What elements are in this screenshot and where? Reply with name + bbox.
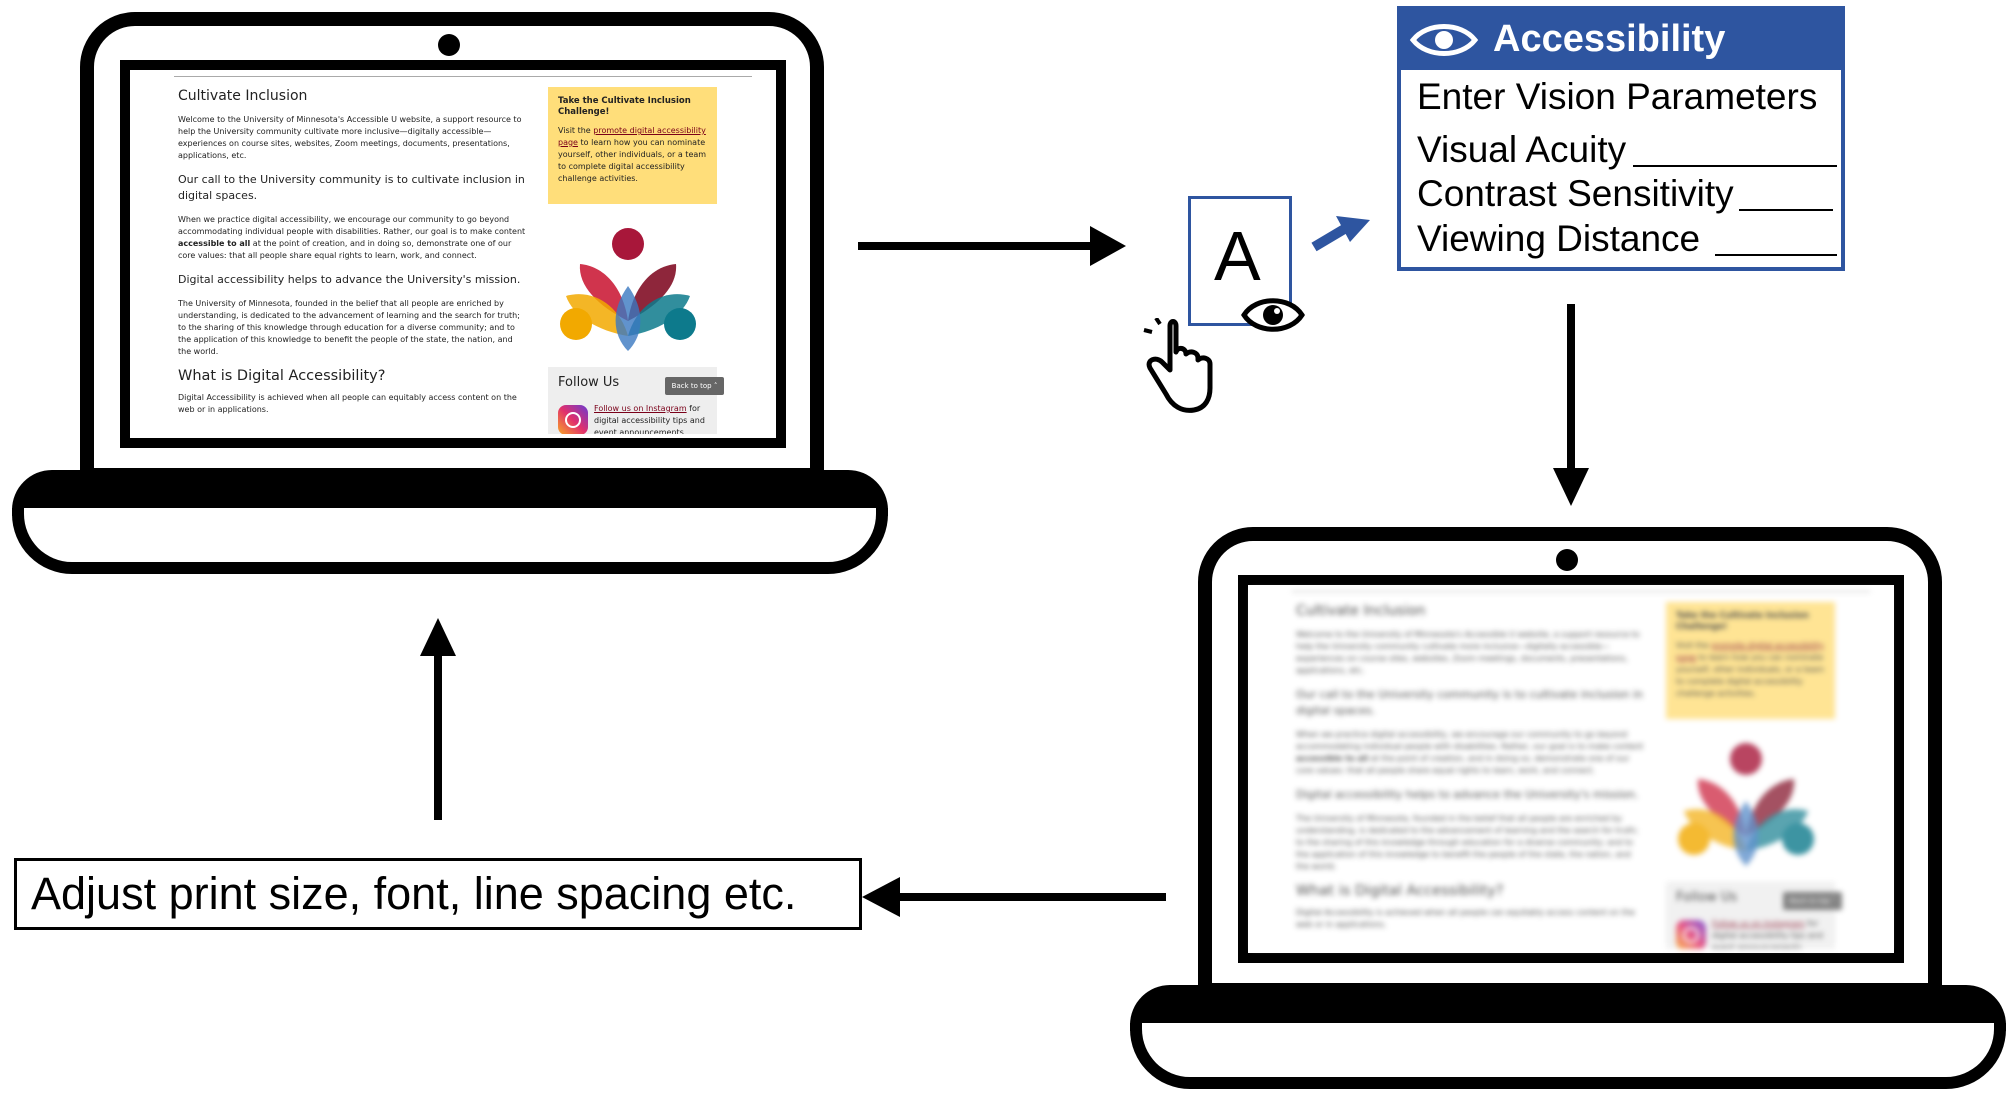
- page-title: Cultivate Inclusion: [178, 88, 308, 104]
- call-text: Our call to the University community is …: [1296, 688, 1643, 717]
- panel-subtitle: Enter Vision Parameters: [1417, 76, 1818, 117]
- instagram-link[interactable]: Follow us on Instagram: [1712, 919, 1805, 928]
- intro-text: Welcome to the University of Minnesota's…: [1296, 630, 1640, 675]
- mission-text: The University of Minnesota, founded in …: [178, 299, 520, 356]
- follow-text: Follow us on Instagram for digital acces…: [1712, 919, 1823, 949]
- laptop-base: [12, 508, 888, 574]
- what-text: Digital Accessibility is achieved when a…: [1296, 908, 1635, 929]
- practice-text: When we practice digital accessibility, …: [1296, 730, 1644, 775]
- hand-pointer-icon: [1132, 318, 1213, 413]
- follow-title: Follow Us: [1676, 890, 1738, 905]
- webcam: [1556, 549, 1578, 571]
- callout-link[interactable]: promote digital accessibility page: [1676, 641, 1824, 662]
- page-title: Cultivate Inclusion: [1296, 603, 1426, 619]
- callout-title: Take the Cultivate Inclusion Challenge!: [558, 96, 691, 117]
- accessibility-panel: Accessibility Enter Vision Parameters Vi…: [1397, 6, 1845, 271]
- font-letter: A: [1214, 217, 1261, 295]
- callout-title: Take the Cultivate Inclusion Challenge!: [1676, 611, 1809, 632]
- intro-text: Welcome to the University of Minnesota's…: [178, 115, 522, 160]
- eye-icon: [1409, 24, 1479, 56]
- instagram-link[interactable]: Follow us on Instagram: [594, 404, 687, 413]
- contrast-sensitivity-label: Contrast Sensitivity: [1417, 173, 1734, 214]
- instagram-icon[interactable]: [1676, 920, 1706, 949]
- adjust-caption: Adjust print size, font, line spacing et…: [14, 858, 862, 930]
- arrow-caption-to-laptop: [420, 618, 456, 820]
- laptop-base: [1130, 1023, 2006, 1089]
- viewing-distance-label: Viewing Distance: [1417, 218, 1701, 259]
- mission-heading: Digital accessibility helps to advance t…: [178, 273, 521, 286]
- webpage-blurred: Cultivate Inclusion Welcome to the Unive…: [1252, 589, 1890, 949]
- visual-acuity-field[interactable]: [1633, 165, 1837, 167]
- follow-title: Follow Us: [558, 375, 620, 390]
- section-heading: What is Digital Accessibility?: [178, 368, 386, 384]
- call-text: Our call to the University community is …: [178, 173, 525, 202]
- follow-text: Follow us on Instagram for digital acces…: [594, 404, 705, 434]
- arrow-panel-to-laptop: [1553, 304, 1589, 506]
- arrow-laptop-to-caption: [862, 877, 1166, 917]
- flower-logo: [560, 228, 696, 351]
- eye-icon: [1241, 298, 1305, 332]
- challenge-callout: Take the Cultivate Inclusion Challenge! …: [1666, 602, 1835, 719]
- arrow-icon-to-panel: [1311, 216, 1370, 252]
- callout-body: Visit the promote digital accessibility …: [558, 126, 707, 183]
- contrast-sensitivity-field[interactable]: [1739, 209, 1833, 211]
- webcam: [438, 34, 460, 56]
- panel-title: Accessibility: [1493, 18, 1726, 60]
- instagram-icon[interactable]: [558, 405, 588, 434]
- webpage-original: Cultivate Inclusion Welcome to the Unive…: [134, 74, 772, 434]
- mission-text: The University of Minnesota, founded in …: [1296, 814, 1638, 871]
- section-heading: What is Digital Accessibility?: [1296, 883, 1504, 899]
- flower-logo: [1678, 743, 1814, 866]
- back-to-top-button[interactable]: Back to top ˄: [1783, 892, 1842, 910]
- back-to-top-button[interactable]: Back to top ˄: [665, 377, 724, 395]
- visual-acuity-label: Visual Acuity: [1417, 129, 1627, 170]
- callout-link[interactable]: promote digital accessibility page: [558, 126, 706, 147]
- practice-text: When we practice digital accessibility, …: [178, 215, 526, 260]
- challenge-callout: Take the Cultivate Inclusion Challenge! …: [548, 87, 717, 204]
- viewing-distance-field[interactable]: [1715, 254, 1837, 256]
- callout-body: Visit the promote digital accessibility …: [1676, 641, 1825, 698]
- arrow-laptop-to-icon: [858, 226, 1126, 266]
- mission-heading: Digital accessibility helps to advance t…: [1296, 788, 1639, 801]
- what-text: Digital Accessibility is achieved when a…: [178, 393, 517, 414]
